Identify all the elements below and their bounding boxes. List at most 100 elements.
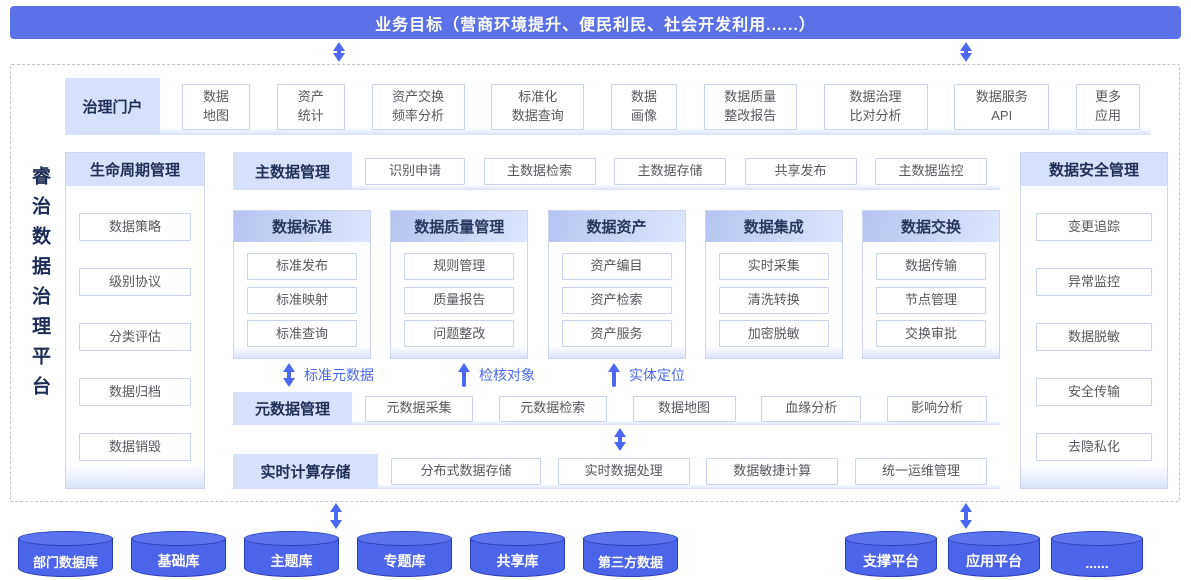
portal-item: 数据 画像 [611,83,677,130]
module-item: 节点管理 [876,286,986,314]
platform-frame [10,64,1180,502]
module-item: 实时采集 [718,252,829,280]
lifecycle-item: 数据归档 [79,378,191,406]
realtime-item: 统一运维管理 [854,458,987,485]
arrow-shaft [337,49,341,55]
arrow-head [283,363,295,372]
arrow-head [960,53,972,62]
database-name: 基础库 [157,553,200,569]
module-item: 资产服务 [561,320,672,348]
database-cylinder: 基础库 [131,531,226,577]
double-arrow-icon [960,42,972,62]
cylinder-body [357,538,452,577]
module-title: 数据标准 [234,211,370,242]
realtime-label: 实时计算存储 [233,454,378,489]
realtime-item: 数据敏捷计算 [706,458,839,485]
lifecycle-item: 数据销毁 [79,433,191,461]
arrow-shaft [618,435,622,444]
security-item: 去隐私化 [1036,433,1152,461]
flow-check-object: 检核对象 [458,363,535,387]
database-name: 主题库 [270,553,313,569]
module-item: 清洗转换 [718,286,829,314]
flow-label: 检核对象 [479,367,535,383]
cylinder-top [357,531,452,546]
flow-label: 标准元数据 [304,367,374,383]
master-data-item: 识别申请 [365,157,465,185]
platform-name: 应用平台 [966,553,1022,569]
security-column: 数据安全管理 变更追踪 异常监控 数据脱敏 安全传输 去隐私化 [1020,152,1168,489]
portal-item: 数据治理 比对分析 [823,83,928,130]
module-title: 数据集成 [705,211,842,242]
metadata-item: 元数据检索 [498,395,607,422]
module-data-quality: 数据质量管理 规则管理 质量报告 问题整改 [390,210,529,359]
database-name: 共享库 [496,553,539,569]
cylinder-top [845,531,937,546]
module-item: 规则管理 [404,252,515,280]
module-items: 实时采集 清洗转换 加密脱敏 [706,242,842,358]
master-data-item: 共享发布 [744,157,857,185]
realtime-item: 分布式数据存储 [391,458,541,485]
module-item: 标准查询 [247,320,357,348]
module-item: 加密脱敏 [718,320,829,348]
realtime-item: 实时数据处理 [557,458,690,485]
platform-cylinder: 应用平台 [948,531,1040,577]
arrow-head [283,378,295,387]
platform-title: 睿治数据治理平台 [29,166,50,406]
database-name: 第三方数据 [597,555,663,570]
double-arrow-icon [960,503,972,529]
master-data-item: 主数据检索 [483,157,596,185]
master-data-item: 主数据存储 [614,157,726,185]
master-data-row: 主数据管理 识别申请 主数据检索 主数据存储 共享发布 主数据监控 [233,152,1000,190]
cylinder-top [18,531,113,546]
module-item: 交换审批 [876,320,986,348]
metadata-label: 元数据管理 [233,392,352,425]
arrow-head [333,53,345,62]
module-item: 资产编目 [561,252,672,280]
metadata-items: 元数据采集 元数据检索 数据地图 血缘分析 影响分析 [352,392,1000,425]
realtime-items: 分布式数据存储 实时数据处理 数据敏捷计算 统一运维管理 [378,454,1000,489]
arrow-shaft [287,370,291,380]
arrow-shaft [334,510,338,522]
database-cylinder: 部门数据库 [18,531,113,577]
security-item: 变更追踪 [1036,213,1152,241]
portal-label: 治理门户 [65,78,160,135]
security-item: 数据脱敏 [1036,323,1152,351]
security-items: 变更追踪 异常监控 数据脱敏 安全传输 去隐私化 [1021,186,1167,488]
arrow-head [960,503,972,512]
platform-name: 支撑平台 [863,553,919,569]
arrow-shaft [612,370,616,387]
module-data-asset: 数据资产 资产编目 资产检索 资产服务 [547,210,686,359]
module-items: 标准发布 标准映射 标准查询 [234,242,370,358]
arrow-head [458,363,470,372]
metadata-item: 血缘分析 [761,395,862,422]
arrow-head [608,363,620,372]
metadata-item: 数据地图 [632,395,736,422]
lifecycle-label: 生命周期管理 [66,153,204,186]
arrow-head [330,520,342,529]
module-items: 资产编目 资产检索 资产服务 [549,242,685,358]
module-data-exchange: 数据交换 数据传输 节点管理 交换审批 [862,210,1000,359]
arrow-shaft [964,49,968,55]
module-item: 资产检索 [561,286,672,314]
platform-cylinder: 支撑平台 [845,531,937,577]
module-item: 问题整改 [404,320,515,348]
module-item: 标准发布 [247,252,357,280]
double-arrow-icon [283,363,295,387]
module-item: 数据传输 [876,252,986,280]
security-item: 异常监控 [1036,268,1152,296]
master-data-item: 主数据监控 [875,157,987,185]
flow-label: 实体定位 [629,367,685,383]
security-item: 安全传输 [1036,378,1152,406]
arrow-head [333,42,345,51]
database-cylinder: 专题库 [357,531,452,577]
security-label: 数据安全管理 [1021,153,1167,186]
platform-cylinder: ...... [1051,531,1143,577]
cylinder-top [470,531,565,546]
double-arrow-icon [330,503,342,529]
module-data-integration: 数据集成 实时采集 清洗转换 加密脱敏 [704,210,843,359]
double-arrow-icon [333,42,345,62]
cylinder-top [948,531,1040,546]
arrow-shaft [964,510,968,522]
module-item: 标准映射 [247,286,357,314]
